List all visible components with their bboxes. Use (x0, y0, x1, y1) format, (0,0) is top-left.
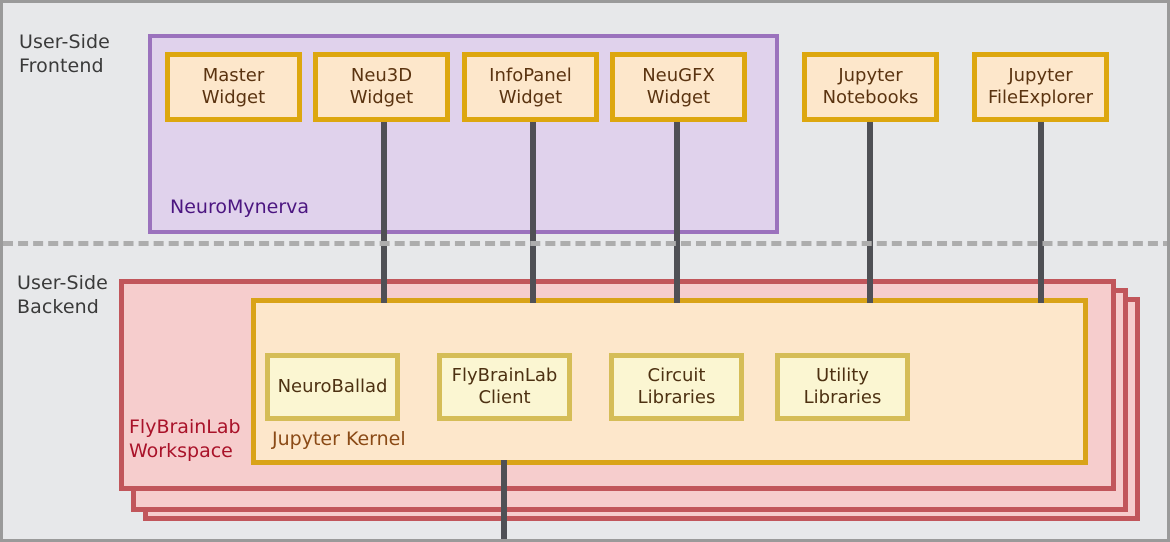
connector-notebooks-to-kernel (867, 117, 873, 303)
connector-neu3d-to-kernel (381, 117, 387, 303)
library-neuroballad[interactable]: NeuroBallad (265, 353, 400, 421)
widget-neu3d-widget[interactable]: Neu3D Widget (313, 52, 450, 122)
connector-fileexplorer-to-kernel (1038, 117, 1044, 303)
connector-kernel-to-below (501, 460, 507, 539)
section-label-frontend: User-Side Frontend (19, 31, 110, 78)
node-jupyter-notebooks[interactable]: Jupyter Notebooks (802, 52, 939, 122)
flybrainlab-workspace-label: FlyBrainLab Workspace (129, 416, 241, 463)
jupyter-kernel-label: Jupyter Kernel (272, 428, 406, 450)
widget-neugfx-widget[interactable]: NeuGFX Widget (610, 52, 747, 122)
section-label-backend: User-Side Backend (17, 272, 108, 319)
library-circuit-libraries[interactable]: Circuit Libraries (609, 353, 744, 421)
neuromynerva-label: NeuroMynerva (170, 196, 310, 218)
widget-master-widget[interactable]: Master Widget (165, 52, 302, 122)
connector-neugfx-to-kernel (674, 117, 680, 303)
library-flybrainlab-client[interactable]: FlyBrainLab Client (437, 353, 572, 421)
frontend-backend-divider (3, 241, 1167, 246)
library-utility-libraries[interactable]: Utility Libraries (775, 353, 910, 421)
node-jupyter-fileexplorer[interactable]: Jupyter FileExplorer (972, 52, 1109, 122)
connector-infopanel-to-kernel (530, 117, 536, 303)
widget-infopanel-widget[interactable]: InfoPanel Widget (462, 52, 599, 122)
